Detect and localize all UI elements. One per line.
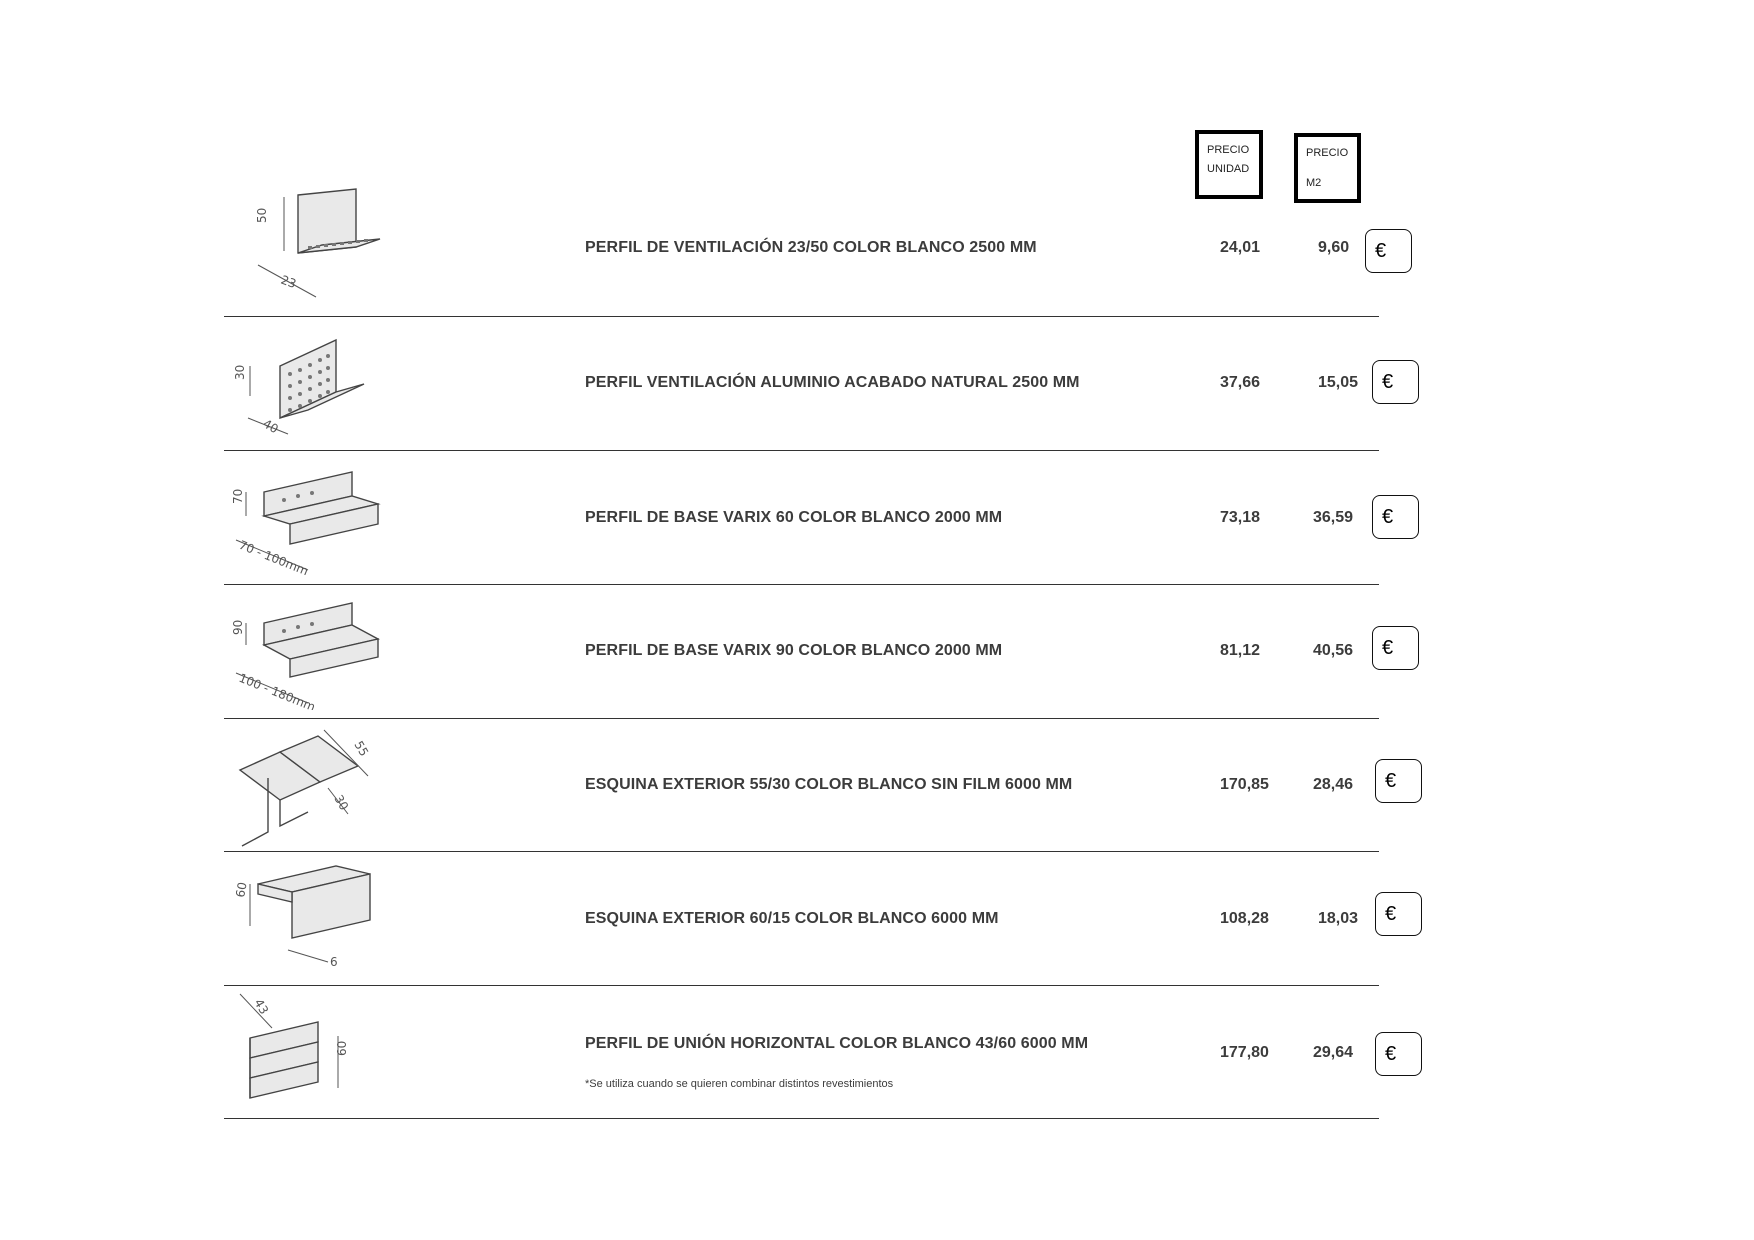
product-note: *Se utiliza cuando se quieren combinar d… [585, 1078, 894, 1090]
dim-label: 60 [335, 1041, 349, 1056]
product-image-varix-60-base-profile: 70 70 - 100mm [231, 471, 381, 575]
product-image-ventilation-profile: 50 23 [255, 188, 381, 298]
product-name: ESQUINA EXTERIOR 55/30 COLOR BLANCO SIN … [585, 776, 1073, 793]
dim-label: 6 [330, 955, 338, 969]
dim-label: 70 [231, 489, 245, 504]
dim-label: 55 [351, 739, 371, 759]
currency-euro-button[interactable]: € [1365, 229, 1412, 273]
dim-label: 40 [261, 416, 281, 436]
unit-price: 108,28 [1220, 910, 1269, 927]
product-name: ESQUINA EXTERIOR 60/15 COLOR BLANCO 6000… [585, 910, 999, 927]
row-divider [224, 450, 1379, 451]
currency-euro-button[interactable]: € [1372, 360, 1419, 404]
dim-label: 90 [231, 620, 245, 635]
dim-label: 60 [233, 881, 249, 898]
row-divider [224, 718, 1379, 719]
m2-price: 40,56 [1313, 642, 1354, 659]
m2-price: 9,60 [1318, 239, 1350, 256]
m2-price: 29,64 [1313, 1044, 1354, 1061]
row-divider [224, 584, 1379, 585]
unit-price: 37,66 [1220, 374, 1261, 391]
currency-euro-button[interactable]: € [1375, 1032, 1422, 1076]
product-name: PERFIL DE VENTILACIÓN 23/50 COLOR BLANCO… [585, 239, 1037, 256]
product-name: PERFIL VENTILACIÓN ALUMINIO ACABADO NATU… [585, 374, 1080, 391]
product-image-exterior-corner-60-15: 60 6 [233, 865, 371, 969]
m2-price: 28,46 [1313, 776, 1354, 793]
product-name: PERFIL DE BASE VARIX 90 COLOR BLANCO 200… [585, 642, 1003, 659]
unit-price: 73,18 [1220, 509, 1261, 526]
header-m2-price: PRECIO M2 [1294, 133, 1361, 203]
m2-price: 36,59 [1313, 509, 1354, 526]
m2-price: 15,05 [1318, 374, 1359, 391]
unit-price: 170,85 [1220, 776, 1269, 793]
product-image-varix-90-base-profile: 90 100 - 180mm [231, 602, 380, 710]
product-name: PERFIL DE UNIÓN HORIZONTAL COLOR BLANCO … [585, 1035, 1089, 1052]
dim-label: 100 - 180mm [237, 671, 317, 710]
row-divider [224, 851, 1379, 852]
dim-label: 70 - 100mm [237, 538, 310, 575]
product-image-aluminium-ventilation-profile: 30 40 [233, 338, 365, 436]
header-unit-price-line2: UNIDAD [1207, 163, 1250, 175]
header-unit-price: PRECIO UNIDAD [1195, 130, 1263, 199]
currency-euro-button[interactable]: € [1372, 626, 1419, 670]
m2-price: 18,03 [1318, 910, 1359, 927]
row-divider [224, 985, 1379, 986]
header-m2-price-line1: PRECIO [1306, 147, 1349, 159]
dim-label: 50 [255, 208, 269, 223]
unit-price: 177,80 [1220, 1044, 1269, 1061]
row-divider [224, 316, 1379, 317]
unit-price: 24,01 [1220, 239, 1261, 256]
dim-label: 23 [279, 273, 298, 291]
dim-label: 30 [233, 365, 247, 380]
currency-euro-button[interactable]: € [1375, 892, 1422, 936]
product-image-exterior-corner-55-30: 55 30 [238, 729, 371, 847]
product-name: PERFIL DE BASE VARIX 60 COLOR BLANCO 200… [585, 509, 1003, 526]
currency-euro-button[interactable]: € [1375, 759, 1422, 803]
row-divider [224, 1118, 1379, 1119]
product-image-horizontal-joint-profile: 43 60 [239, 993, 349, 1099]
unit-price: 81,12 [1220, 642, 1261, 659]
header-unit-price-line1: PRECIO [1207, 144, 1250, 156]
currency-euro-button[interactable]: € [1372, 495, 1419, 539]
header-m2-price-line2: M2 [1306, 177, 1322, 189]
dim-label: 43 [251, 997, 271, 1017]
dim-label: 30 [331, 793, 351, 813]
